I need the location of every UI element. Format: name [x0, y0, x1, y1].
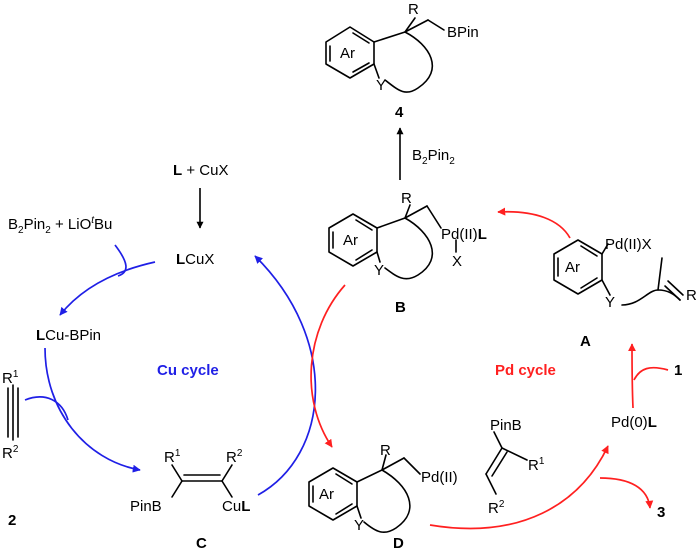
- c-pinb: PinB: [130, 498, 162, 515]
- pd0l-label: Pd(0)L: [611, 414, 657, 431]
- cu-arrow-lcubpin-to-c: [44, 347, 141, 473]
- compound-d-label: D: [393, 535, 404, 552]
- compound-a-label: A: [580, 333, 591, 350]
- d-pinb-label: PinB: [490, 417, 522, 434]
- product-4-structure: Ar R BPin Y: [325, 1, 479, 94]
- cu-arrow-lcux-to-lcubpin: [59, 261, 156, 316]
- d-ar-label: Ar: [319, 486, 334, 503]
- substrate-1-number: 1: [674, 362, 682, 379]
- d-y-label: Y: [354, 517, 364, 534]
- compound-b-label: B: [395, 299, 406, 316]
- product-y-label: Y: [376, 77, 386, 94]
- cu-arrow-alkyne-feed: [24, 396, 69, 421]
- alkyne-2-number: 2: [8, 512, 16, 529]
- alkyne-2-structure: R1 R2: [2, 369, 19, 462]
- compound-c-label: C: [196, 535, 207, 552]
- pd-arrow-b-to-d: [310, 284, 346, 448]
- pd-arrow-product-release: [599, 477, 654, 509]
- pd-cycle-arrows: [310, 207, 669, 530]
- b-pd-label: Pd(II)L: [441, 226, 487, 243]
- pd-arrow-substrate-feed: [633, 366, 669, 381]
- alkyne-r2: R2: [2, 444, 19, 462]
- cu-cycle-arrows: [24, 244, 317, 496]
- alkyne-r1: R1: [2, 369, 19, 387]
- c-r2: R2: [226, 448, 243, 466]
- b-x-label: X: [452, 253, 462, 270]
- lcux-label: LCuX: [176, 251, 214, 268]
- a-y-label: Y: [605, 294, 615, 311]
- d-pd-label: Pd(II): [421, 469, 458, 486]
- pd-arrow-d-to-pd0: [429, 445, 609, 530]
- cu-arrow-b2pin2-feed: [114, 244, 127, 277]
- product-ar-label: Ar: [340, 45, 355, 62]
- a-r-label: R: [686, 287, 697, 304]
- product-4-number: 4: [395, 104, 404, 121]
- pd-arrow-a-to-b: [497, 207, 571, 239]
- c-r1: R1: [164, 448, 181, 466]
- c-cul: CuL: [222, 498, 250, 515]
- d-r2-label: R2: [488, 499, 505, 517]
- compound-b-structure: Ar R Pd(II)L X Y: [328, 190, 487, 280]
- b2pin2-liotbu: B2Pin2 + LiOtBu: [8, 215, 112, 236]
- b-r-label: R: [401, 190, 412, 207]
- compound-a-structure: Ar Pd(II)X Y R: [553, 236, 697, 311]
- product-bpin-label: BPin: [447, 24, 479, 41]
- pd-arrow-pd0-to-a: [628, 343, 637, 409]
- d-r1-label: R1: [528, 456, 545, 474]
- a-ar-label: Ar: [565, 259, 580, 276]
- b2pin2-top-reagent: B2Pin2: [412, 147, 455, 167]
- a-pdx-label: Pd(II)X: [605, 236, 652, 253]
- product-3-number: 3: [657, 504, 665, 521]
- b-ar-label: Ar: [343, 232, 358, 249]
- b-y-label: Y: [374, 262, 384, 279]
- product-r-label: R: [408, 1, 419, 18]
- cu-arrow-c-to-lcux: [254, 255, 317, 496]
- pd-cycle-label: Pd cycle: [495, 362, 556, 379]
- compound-c-structure: R1 R2 PinB CuL: [130, 448, 250, 515]
- compound-d-structure: Ar R Pd(II) PinB R1 R2 Y: [308, 417, 545, 534]
- d-r-label: R: [380, 442, 391, 459]
- lcu-bpin-label: LCu-BPin: [36, 327, 101, 344]
- cu-cycle-label: Cu cycle: [157, 362, 219, 379]
- l-plus-cux: L + CuX: [173, 162, 228, 179]
